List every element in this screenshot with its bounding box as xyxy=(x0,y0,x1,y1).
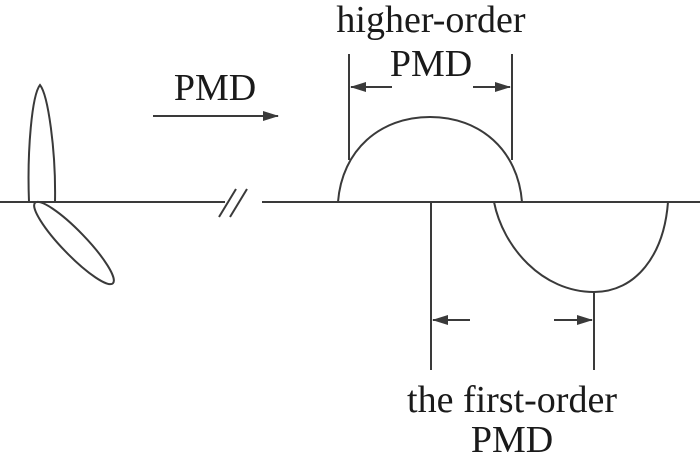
higher-order-label-line1: higher-order xyxy=(336,0,525,41)
first-order-lobe xyxy=(493,201,669,294)
input-pulse-upper xyxy=(27,83,57,203)
higher-order-lobe xyxy=(337,115,523,203)
higher-order-label-line2: PMD xyxy=(390,43,472,85)
break-mark-1 xyxy=(218,188,237,218)
first-order-label-line1: the first-order xyxy=(407,379,617,421)
first-order-label-line2: PMD xyxy=(471,419,553,456)
input-pulse-lower xyxy=(33,200,115,286)
break-mark-2 xyxy=(229,188,248,218)
pmd-arrow-label: PMD xyxy=(174,67,256,109)
